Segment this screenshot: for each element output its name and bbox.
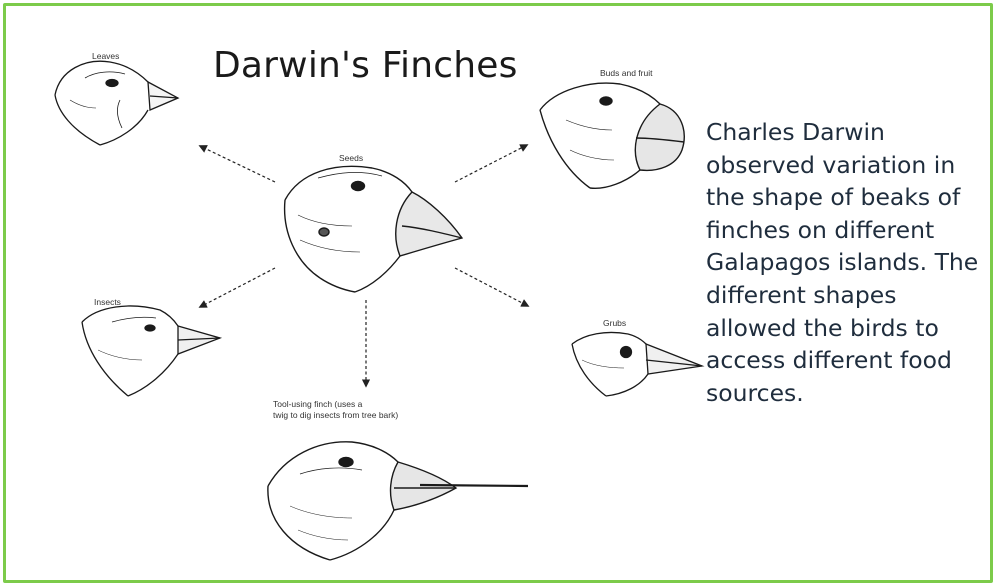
arrows [200, 145, 528, 386]
finch-seeds [285, 166, 462, 292]
finch-leaves [55, 61, 178, 145]
description-text: Charles Darwin observed variation in the… [706, 116, 996, 409]
finch-insects [82, 306, 220, 396]
finch-tool-using [268, 442, 528, 560]
description-line: finches on different [706, 214, 996, 247]
description-line: the shape of beaks of [706, 181, 996, 214]
description-line: access different food [706, 344, 996, 377]
description-line: sources. [706, 377, 996, 410]
description-line: Charles Darwin [706, 116, 996, 149]
arrow-to-grubs [455, 268, 528, 306]
arrow-to-buds [455, 145, 527, 182]
finch-buds [540, 83, 684, 188]
description-line: allowed the birds to [706, 312, 996, 345]
description-line: different shapes [706, 279, 996, 312]
arrow-to-insects [200, 268, 275, 307]
description-line: Galapagos islands. The [706, 246, 996, 279]
finch-grubs [572, 332, 702, 396]
arrow-to-leaves [200, 146, 275, 182]
description-line: observed variation in [706, 149, 996, 182]
